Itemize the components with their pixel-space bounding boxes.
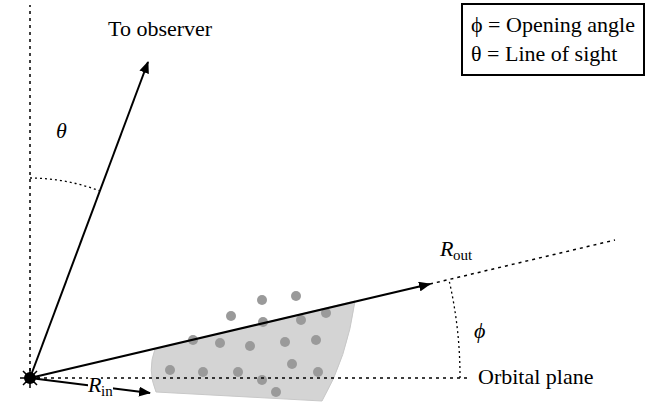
rout-arrow xyxy=(30,284,430,378)
opening-line xyxy=(430,240,615,284)
disk-particles xyxy=(165,291,331,397)
legend-line: θ = Line of sight xyxy=(471,40,635,69)
disk-region xyxy=(151,301,355,401)
angle-symbol: θ xyxy=(56,118,67,143)
radius-subscript: out xyxy=(453,247,472,264)
legend-line: ϕ = Opening angle xyxy=(471,11,635,40)
observer-arrow xyxy=(30,62,148,378)
vertical-axis xyxy=(29,5,31,378)
observer-label: To observer xyxy=(108,16,212,41)
phi-arc xyxy=(449,280,460,378)
theta-arc xyxy=(30,178,100,191)
legend-box: ϕ = Opening angleθ = Line of sight xyxy=(461,3,645,76)
radius-symbol: R xyxy=(88,372,101,397)
plane-label: Orbital plane xyxy=(478,364,593,389)
angle-symbol: ϕ xyxy=(474,318,485,343)
radius-subscript: in xyxy=(101,383,113,400)
star-symbol xyxy=(20,368,40,388)
radius-symbol: R xyxy=(440,236,453,261)
